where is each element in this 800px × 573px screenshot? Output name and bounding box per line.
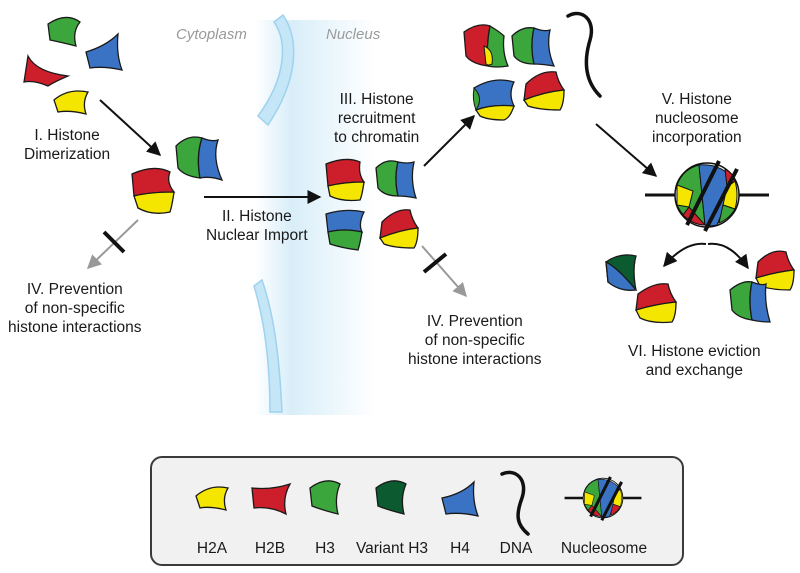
prevention-arrow-left [86, 219, 139, 269]
h2a-monomer [53, 90, 90, 115]
legend-dna-icon [500, 470, 530, 536]
nucleus-label: Nucleus [326, 26, 381, 43]
evicted-h2b-h2a-dimer [635, 283, 678, 324]
legend-h3-label: H3 [315, 540, 335, 557]
dna-strand [566, 11, 602, 98]
incorporation-arrow [595, 123, 658, 177]
nuclear-h2a-h2b-dimer [325, 158, 366, 202]
h4-monomer [85, 32, 124, 71]
chromatin-h4-h2a-dimer [472, 79, 516, 121]
legend-h4-label: H4 [450, 540, 470, 557]
legend-dna-label: DNA [499, 540, 533, 557]
chromatin-h2b-h2a-dimer [523, 71, 566, 111]
legend-nucleosome-label: Nucleosome [560, 540, 648, 557]
legend-nucleosome-icon [564, 476, 642, 522]
eviction-arrow-left [663, 242, 707, 268]
nuclear-h3-h4-dimer [375, 160, 417, 199]
exchanged-h3-h4-dimer [729, 281, 771, 323]
h3-monomer [47, 16, 81, 47]
legend-h2a-label: H2A [196, 540, 228, 557]
h2a-h2b-dimer [131, 167, 176, 214]
legend-h2b-icon [251, 482, 292, 516]
cytoplasm-label: Cytoplasm [176, 26, 247, 43]
chromatin-h3-h4-dimer [511, 27, 556, 67]
legend-variant-h3-icon [375, 480, 407, 515]
h2b-monomer [23, 53, 71, 87]
nucleosome [645, 160, 769, 232]
dimerization-arrow [99, 99, 162, 156]
nuclear-h4-h3-dimer [325, 209, 365, 251]
eviction-arrow-right [707, 242, 749, 270]
block-bar-right [422, 252, 448, 274]
legend-h2a-icon [195, 486, 230, 511]
recruitment-arrow [423, 115, 475, 167]
nuclear-membrane-upper [256, 13, 295, 127]
legend-h4-icon [441, 480, 480, 517]
nuclear-h2b-h2a-dimer [379, 209, 420, 249]
prevention-arrow-right [421, 245, 467, 298]
legend-h2b-label: H2B [254, 540, 286, 557]
block-bar-left [102, 230, 126, 254]
legend-variant-h3-label: Variant H3 [355, 540, 429, 557]
legend-h3-icon [309, 480, 341, 515]
nuclear-membrane-lower [253, 278, 283, 413]
chromatin-h2b-h3-dimer [463, 24, 509, 68]
evicted-variant-h3-h4-dimer [605, 254, 638, 291]
h3-h4-dimer [175, 136, 224, 182]
